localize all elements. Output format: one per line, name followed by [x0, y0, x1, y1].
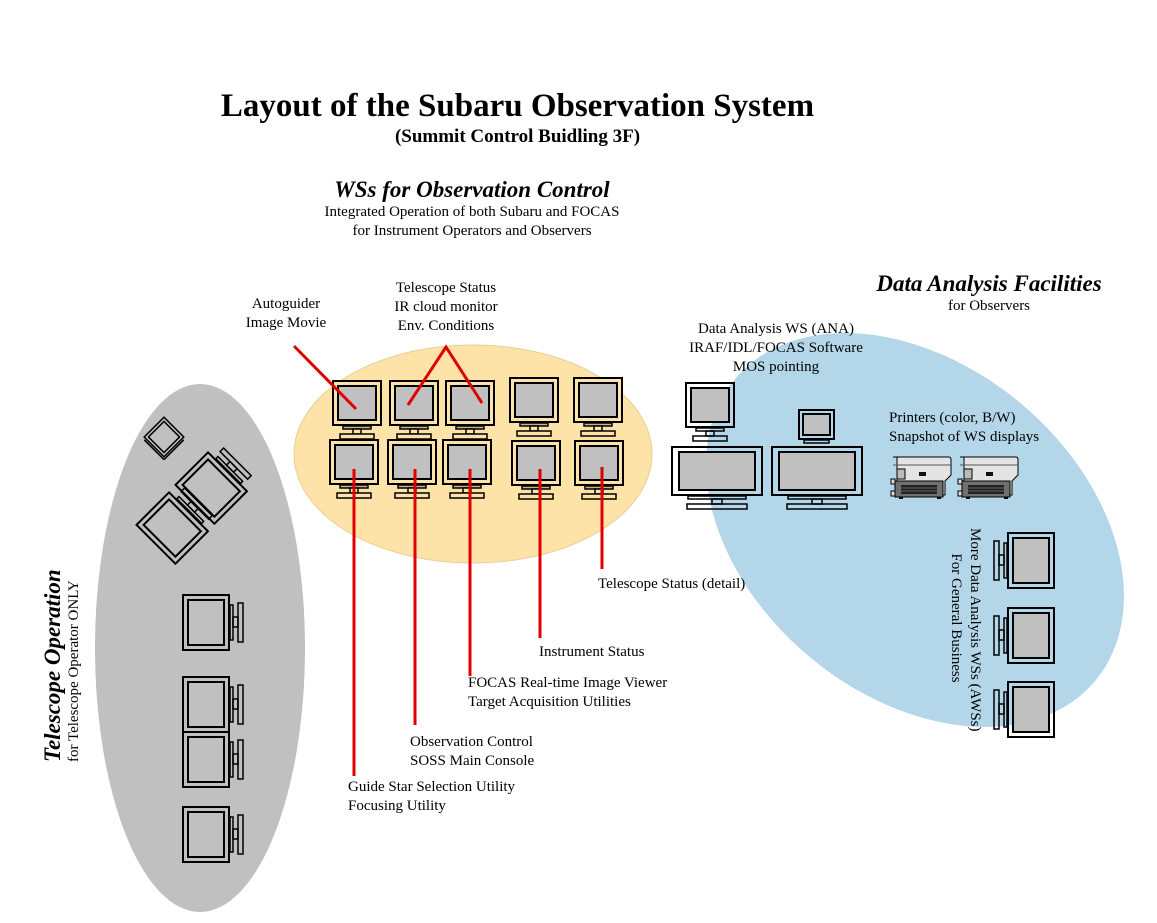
label-instrument-status: Instrument Status — [539, 643, 644, 662]
label-line: MOS pointing — [732, 359, 820, 375]
label-line: IR cloud monitor — [394, 299, 498, 315]
label-guide-star: Guide Star Selection Utility Focusing Ut… — [348, 778, 515, 816]
label-focas-viewer: FOCAS Real-time Image Viewer Target Acqu… — [468, 674, 667, 712]
observation-control-description: Integrated Operation of both Subaru and … — [272, 203, 672, 241]
observation-control-title: WSs for Observation Control — [334, 177, 610, 202]
printer-color — [890, 456, 952, 500]
telescope-operator-device-small — [143, 416, 185, 461]
leader-telescope-status — [406, 344, 484, 406]
data-analysis-title: Data Analysis Facilities — [876, 271, 1102, 296]
label-line: Printers (color, B/W) — [889, 410, 1016, 426]
leader-lines — [292, 344, 604, 776]
label-line: Telescope Status (detail) — [598, 576, 746, 592]
label-line: IRAF/IDL/FOCAS Software — [689, 340, 863, 356]
label-line: Observation Control — [410, 734, 533, 750]
description-line: Integrated Operation of both Subaru and … — [324, 204, 620, 220]
data-analysis-description: for Observers — [947, 298, 1031, 314]
page-title: Layout of the Subaru Observation System — [220, 88, 815, 124]
label-telescope-status-detail: Telescope Status (detail) — [598, 575, 745, 594]
label-line: Guide Star Selection Utility — [348, 779, 516, 795]
label-printers: Printers (color, B/W) Snapshot of WS dis… — [889, 409, 1039, 447]
label-line: Instrument Status — [539, 644, 645, 660]
label-line: Env. Conditions — [397, 318, 495, 334]
label-line: For General Business — [948, 553, 964, 683]
label-line: FOCAS Real-time Image Viewer — [468, 675, 668, 691]
label-aws: More Data Analysis WSs (AWSs) For Genera… — [946, 528, 984, 753]
label-line: Focusing Utility — [348, 798, 446, 814]
label-autoguider: Autoguider Image Movie — [226, 295, 346, 333]
label-observation-control: Observation Control SOSS Main Console — [410, 733, 534, 771]
telescope-operation-description: for Telescope Operator ONLY — [66, 580, 82, 762]
label-line: SOSS Main Console — [410, 753, 535, 769]
label-line: More Data Analysis WSs (AWSs) — [967, 528, 983, 732]
label-line: Image Movie — [245, 315, 327, 331]
label-line: Snapshot of WS displays — [889, 429, 1040, 445]
ana-monitor-tiny — [798, 409, 835, 444]
label-line: Autoguider — [251, 296, 321, 312]
page-subtitle: (Summit Control Buidling 3F) — [394, 126, 641, 147]
label-line: Telescope Status — [395, 280, 497, 296]
printer-bw — [957, 456, 1019, 500]
leader-autoguider — [292, 344, 358, 411]
description-line: for Instrument Operators and Observers — [352, 223, 592, 239]
label-line: Target Acquisition Utilities — [468, 694, 631, 710]
label-telescope-status: Telescope Status IR cloud monitor Env. C… — [376, 279, 516, 336]
label-ana: Data Analysis WS (ANA) IRAF/IDL/FOCAS So… — [666, 320, 886, 377]
telescope-operation-area — [95, 384, 305, 912]
telescope-operation-heading: Telescope Operation for Telescope Operat… — [40, 522, 83, 762]
telescope-operation-title: Telescope Operation — [40, 569, 65, 762]
label-line: Data Analysis WS (ANA) — [698, 321, 854, 337]
